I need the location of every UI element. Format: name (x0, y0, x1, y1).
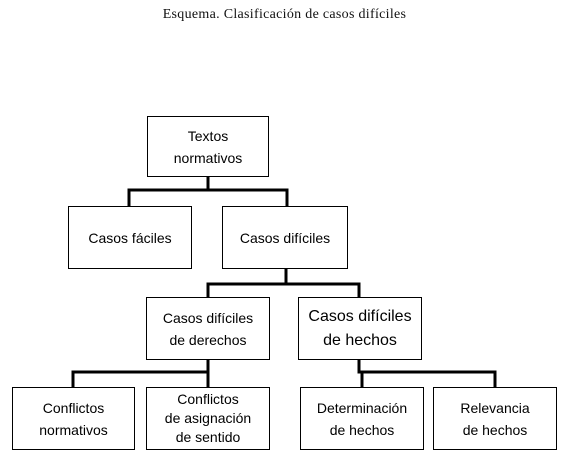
node-casos-dificiles-derechos: Casos difíciles de derechos (146, 297, 270, 360)
node-conflictos-normativos: Conflictos normativos (12, 387, 135, 450)
diagram-caption: Esquema. Clasificación de casos difícile… (162, 7, 407, 22)
node-casos-dificiles: Casos difíciles (222, 206, 348, 269)
node-relevancia-hechos: Relevancia de hechos (433, 387, 557, 450)
node-casos-dificiles-hechos: Casos difíciles de hechos (298, 297, 422, 360)
node-casos-faciles: Casos fáciles (68, 206, 192, 269)
node-textos-normativos: Textos normativos (147, 116, 269, 177)
node-determinacion-hechos: Determinación de hechos (300, 387, 424, 450)
node-conflictos-asignacion-sentido: Conflictos de asignación de sentido (146, 387, 270, 450)
